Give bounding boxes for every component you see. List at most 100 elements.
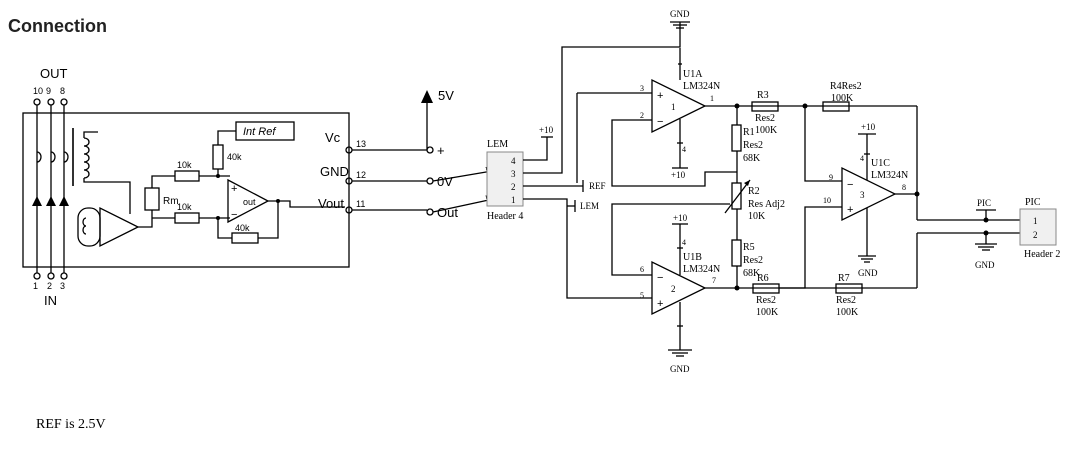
r5-type: Res2 <box>743 255 763 266</box>
gnd-symbol-bottom: GND <box>668 349 692 374</box>
r2-name: R2 <box>748 186 760 197</box>
pic-gnd-label: GND <box>975 260 995 270</box>
r7-value: 100K <box>836 307 859 318</box>
terminal-out-label: Out <box>437 205 458 220</box>
r7-name: R7 <box>838 273 850 284</box>
u1b-pin4: 4 <box>682 238 686 247</box>
hall-amplifier-icon <box>99 206 140 248</box>
u1b-plus: + <box>657 298 663 310</box>
resistor-40k-top <box>212 144 224 170</box>
rm-resistor <box>144 187 160 211</box>
ref-label: REF <box>589 181 606 191</box>
r10k-bottom-label: 10k <box>177 202 192 212</box>
page-title: Connection <box>8 16 107 36</box>
terminal-wiring: 5V + 0V Out <box>352 88 500 220</box>
resistor-10k-top <box>174 170 200 182</box>
gnd-symbol-top: GND <box>670 9 690 80</box>
gnd-top-label: GND <box>670 9 690 19</box>
terminal-plus <box>426 146 434 154</box>
pic-net-label: PIC <box>977 198 991 208</box>
r40k-top-label: 40k <box>227 152 242 162</box>
rm-label: Rm <box>163 196 179 207</box>
r3-type: Res2 <box>755 113 775 124</box>
r6-name: R6 <box>757 273 769 284</box>
r2-type: Res Adj2 <box>748 199 785 210</box>
r10k-top-label: 10k <box>177 160 192 170</box>
u1c-gnd-label: GND <box>858 268 878 278</box>
pic-header-footer: Header 2 <box>1024 249 1060 260</box>
pic-pin-2: 2 <box>1033 230 1038 240</box>
u1b-supply: +10 <box>673 213 688 223</box>
out-pin-8: 8 <box>60 86 65 96</box>
u1b-center: 2 <box>671 284 676 294</box>
in-label: IN <box>44 293 57 308</box>
r5-value: 68K <box>743 268 761 279</box>
pic-pin-1: 1 <box>1033 216 1038 226</box>
u1c-name: U1C <box>871 158 890 169</box>
u1b-part: LM324N <box>683 264 720 275</box>
u1a-triangle-icon <box>651 78 707 134</box>
opamp-u1c: +10 4 U1C LM324N 9 10 − + 3 8 GND <box>779 106 1020 289</box>
u1c-minus: − <box>847 179 853 191</box>
r5-name: R5 <box>743 242 755 253</box>
u1a-pin4: 4 <box>682 145 686 154</box>
u1c-pin4: 4 <box>860 154 864 163</box>
u1a-plus: + <box>657 90 663 102</box>
r2-value: 10K <box>748 211 766 222</box>
opamp-out-label: out <box>243 197 256 207</box>
hall-element-icon <box>82 217 87 235</box>
pic-header-2: PIC 1 2 Header 2 <box>1019 197 1060 260</box>
out-pin-10: 10 <box>33 86 43 96</box>
u1a-center: 1 <box>671 102 676 112</box>
primary-conductors <box>32 98 69 280</box>
lem-pin-1: 1 <box>511 195 516 205</box>
lem-plus10: +10 <box>539 125 554 135</box>
out-pin-9: 9 <box>46 86 51 96</box>
in-pin-2: 2 <box>47 281 52 291</box>
r3-name: R3 <box>757 90 769 101</box>
resistor-r5: R5 Res2 68K <box>731 239 763 288</box>
lem-net-label: LEM <box>580 201 599 211</box>
r3-value: 100K <box>755 125 778 136</box>
supply-arrow-icon <box>421 90 433 103</box>
pin-gnd-num: 12 <box>356 170 366 180</box>
r6-value: 100K <box>756 307 779 318</box>
u1c-pin10: 10 <box>823 196 831 205</box>
u1c-out: 8 <box>902 183 906 192</box>
u1a-part: LM324N <box>683 81 720 92</box>
ref-note: REF is 2.5V <box>36 417 106 432</box>
pin-gnd-name: GND <box>320 164 349 179</box>
pin-vc-num: 13 <box>356 139 366 149</box>
opamp-u1b: +10 4 U1B LM324N 6 5 − + 2 7 <box>611 203 917 350</box>
r1-value: 68K <box>743 153 761 164</box>
resistor-r2-adjustable: R2 Res Adj2 10K <box>724 179 785 240</box>
u1c-center: 3 <box>860 190 865 200</box>
u1a-supply: +10 <box>671 170 686 180</box>
u1a-name: U1A <box>683 69 703 80</box>
pin-vout-num: 11 <box>356 199 365 209</box>
terminal-plus-label: + <box>437 143 445 158</box>
resistor-r6: R6 Res2 100K <box>752 273 780 318</box>
u1a-pin2: 2 <box>640 111 644 120</box>
gnd-bottom-label: GND <box>670 364 690 374</box>
lem-footer: Header 4 <box>487 211 523 222</box>
r40k-bottom-label: 40k <box>235 223 250 233</box>
r1-type: Res2 <box>743 140 763 151</box>
u1b-name: U1B <box>683 252 702 263</box>
r4-name: R4Res2 <box>830 81 862 92</box>
opamp-plus-sign: + <box>231 183 237 195</box>
r4-value: 100K <box>831 93 854 104</box>
opamp-u1a: U1A LM324N 3 2 + − 1 1 4 +10 <box>611 69 808 187</box>
supply-5v-label: 5V <box>438 88 454 103</box>
int-ref-label: Int Ref <box>243 126 276 138</box>
r7-type: Res2 <box>836 295 856 306</box>
r1-name: R1 <box>743 127 755 138</box>
u1c-plus: + <box>847 204 853 216</box>
current-sensor-module: OUT 10 9 8 1 2 3 IN <box>22 66 366 308</box>
pic-header-title: PIC <box>1025 197 1041 208</box>
u1c-supply: +10 <box>861 122 876 132</box>
u1b-pin6: 6 <box>640 265 644 274</box>
u1c-triangle-icon <box>841 166 897 222</box>
